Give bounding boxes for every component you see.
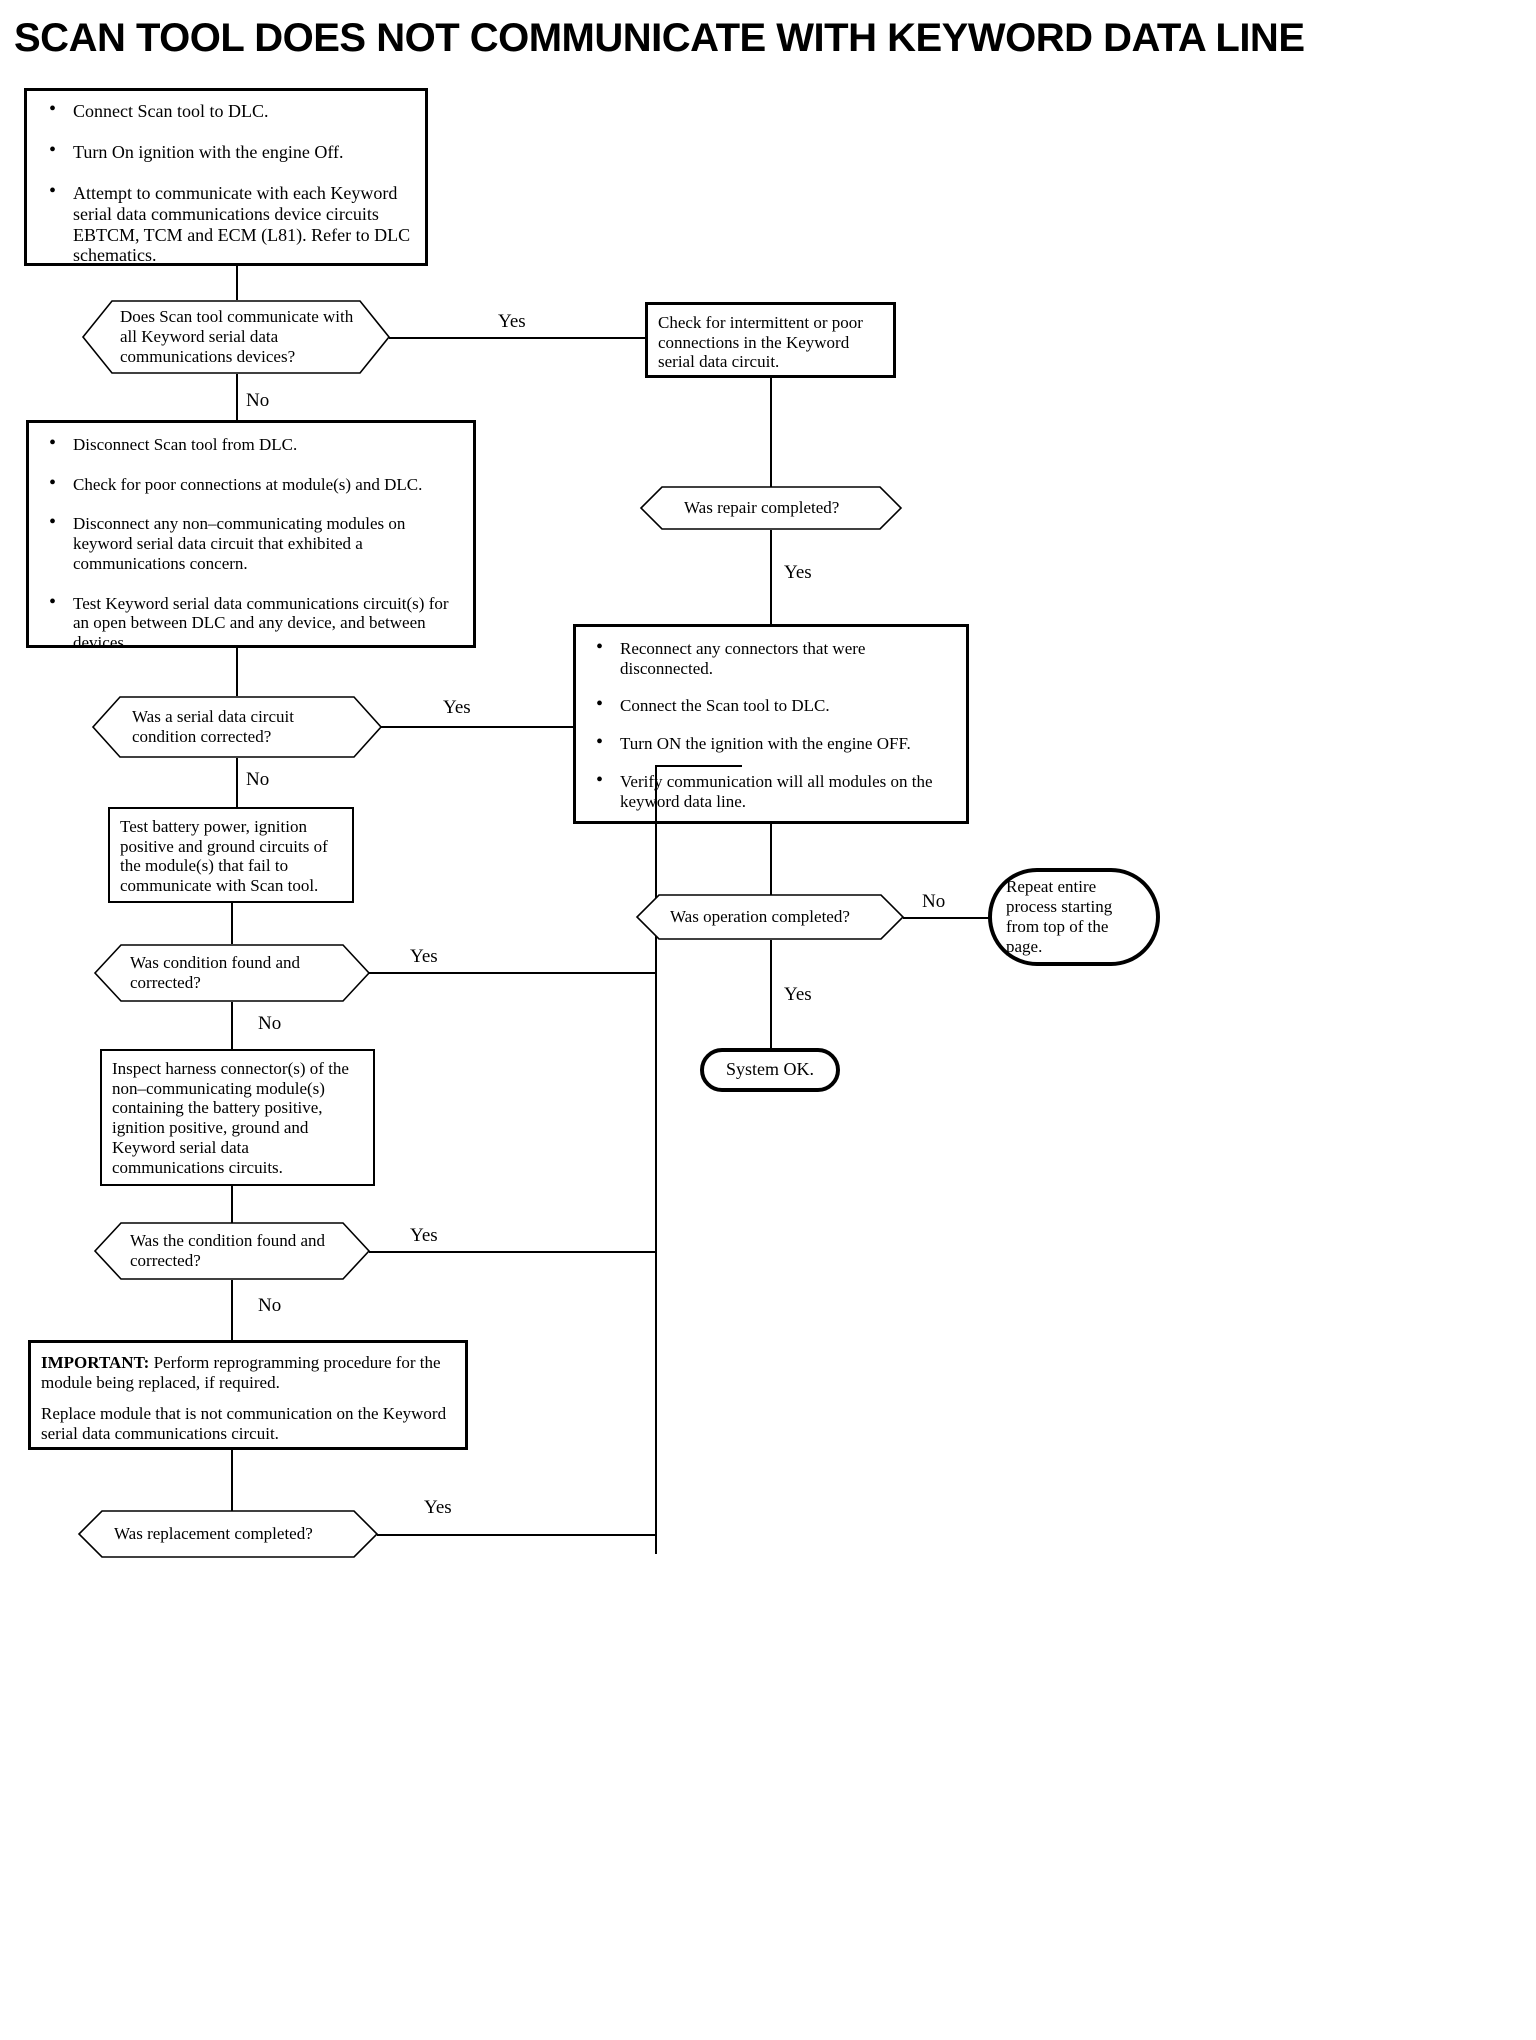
- list-item: Disconnect any non–communicating modules…: [39, 512, 463, 573]
- edge-label-operation-yes: Yes: [784, 984, 812, 1005]
- connector-decision1-no: [236, 374, 238, 421]
- connector-serialdata-yes: [381, 726, 573, 728]
- process-start-steps: Connect Scan tool to DLC. Turn On igniti…: [24, 88, 428, 266]
- connector-condition1-no: [231, 1002, 233, 1049]
- process-inspect-harness: Inspect harness connector(s) of the non–…: [100, 1049, 375, 1186]
- process-disconnect-steps: Disconnect Scan tool from DLC. Check for…: [26, 420, 476, 652]
- connector-condition2-yes: [369, 1251, 657, 1253]
- decision-label: Was a serial data circuit condition corr…: [132, 706, 294, 746]
- edge-label-replacement-yes: Yes: [424, 1497, 452, 1518]
- terminator-text: System OK.: [725, 1059, 814, 1080]
- process-text: Test battery power, ignition positive an…: [120, 817, 328, 896]
- connector-battery-to-decision: [231, 903, 233, 944]
- connector-collector-vertical: [655, 765, 657, 1554]
- start-steps-list: Connect Scan tool to DLC. Turn On igniti…: [39, 99, 413, 267]
- edge-label-operation-no: No: [922, 891, 946, 912]
- decision-operation-completed: Was operation completed?: [635, 894, 905, 940]
- connector-serialdata-no: [236, 758, 238, 807]
- process-important-replace: IMPORTANT: Perform reprogramming procedu…: [28, 1340, 468, 1450]
- edge-label-condition1-yes: Yes: [410, 946, 438, 967]
- decision-label: Was operation completed?: [670, 906, 850, 926]
- list-item: Connect Scan tool to DLC.: [39, 99, 413, 122]
- hexagon-shape: [93, 1222, 371, 1280]
- list-item: Attempt to communicate with each Keyword…: [39, 181, 413, 267]
- process-text: Check for intermittent or poor connectio…: [658, 313, 863, 372]
- decision-scan-communicates: Does Scan tool communicate with all Keyw…: [81, 300, 391, 374]
- edge-label-serialdata-yes: Yes: [443, 697, 471, 718]
- connector-collector-to-reconnect: [655, 765, 742, 767]
- connector-reconnect-to-operation: [770, 824, 772, 916]
- edge-label-condition2-no: No: [258, 1295, 282, 1316]
- decision-label: Was condition found and corrected?: [130, 952, 301, 992]
- connector-checkint-to-repair: [770, 378, 772, 487]
- connector-condition2-no: [231, 1280, 233, 1340]
- hexagon-shape: [639, 486, 903, 530]
- list-item: Reconnect any connectors that were disco…: [586, 637, 956, 678]
- process-test-battery-power: Test battery power, ignition positive an…: [108, 807, 354, 903]
- important-paragraph: IMPORTANT: Perform reprogramming procedu…: [41, 1353, 455, 1392]
- hexagon-shape: [77, 1510, 379, 1558]
- connector-important-to-decision: [231, 1450, 233, 1512]
- list-item: Check for poor connections at module(s) …: [39, 473, 463, 495]
- replace-paragraph: Replace module that is not communication…: [41, 1404, 447, 1444]
- decision-label: Does Scan tool communicate with all Keyw…: [120, 306, 354, 367]
- decision-label: Was repair completed?: [684, 497, 840, 517]
- terminator-repeat-process: Repeat entire process starting from top …: [988, 868, 1160, 966]
- important-rest: Perform reprogramming procedure for the …: [41, 1353, 441, 1392]
- hexagon-shape: [93, 944, 371, 1002]
- connector-operation-no: [903, 917, 990, 919]
- decision-condition-found-1: Was condition found and corrected?: [93, 944, 371, 1002]
- decision-replacement-completed: Was replacement completed?: [77, 1510, 379, 1558]
- connector-operation-yes: [770, 940, 772, 1050]
- list-item: Connect the Scan tool to DLC.: [586, 694, 956, 716]
- important-lead: IMPORTANT:: [41, 1353, 150, 1372]
- connector-disconnect-to-decision: [236, 648, 238, 696]
- hexagon-shape: [81, 300, 391, 374]
- page-title: SCAN TOOL DOES NOT COMMUNICATE WITH KEYW…: [14, 16, 1305, 60]
- decision-label: Was replacement completed?: [114, 1523, 313, 1543]
- connector-start-to-decision1: [236, 266, 238, 300]
- edge-label-scan-comm-yes: Yes: [498, 311, 526, 332]
- disconnect-steps-list: Disconnect Scan tool from DLC. Check for…: [39, 433, 463, 653]
- list-item: Disconnect Scan tool from DLC.: [39, 433, 463, 455]
- edge-label-repair-yes: Yes: [784, 562, 812, 583]
- decision-repair-completed: Was repair completed?: [639, 486, 903, 530]
- list-item: Turn On ignition with the engine Off.: [39, 140, 413, 163]
- connector-decision1-yes: [389, 337, 647, 339]
- connector-replacement-yes: [377, 1534, 657, 1536]
- reconnect-steps-list: Reconnect any connectors that were disco…: [586, 637, 956, 811]
- list-item: Turn ON the ignition with the engine OFF…: [586, 732, 956, 754]
- process-text: Inspect harness connector(s) of the non–…: [112, 1059, 349, 1177]
- decision-condition-found-2: Was the condition found and corrected?: [93, 1222, 371, 1280]
- connector-condition1-yes: [369, 972, 657, 974]
- hexagon-shape: [91, 696, 383, 758]
- connector-harness-to-decision: [231, 1186, 233, 1233]
- edge-label-serialdata-no: No: [246, 769, 270, 790]
- edge-label-scan-comm-no: No: [246, 390, 270, 411]
- decision-serial-data-corrected: Was a serial data circuit condition corr…: [91, 696, 383, 758]
- terminator-system-ok: System OK.: [700, 1048, 840, 1092]
- process-check-intermittent: Check for intermittent or poor connectio…: [645, 302, 896, 378]
- process-reconnect-steps: Reconnect any connectors that were disco…: [573, 624, 969, 824]
- edge-label-condition2-yes: Yes: [410, 1225, 438, 1246]
- edge-label-condition1-no: No: [258, 1013, 282, 1034]
- hexagon-shape: [635, 894, 905, 940]
- list-item: Test Keyword serial data communications …: [39, 592, 463, 653]
- list-item: Verify communication will all modules on…: [586, 770, 956, 811]
- terminator-text: Repeat entire process starting from top …: [1006, 876, 1113, 957]
- decision-label: Was the condition found and corrected?: [130, 1230, 326, 1270]
- connector-repair-yes: [770, 530, 772, 625]
